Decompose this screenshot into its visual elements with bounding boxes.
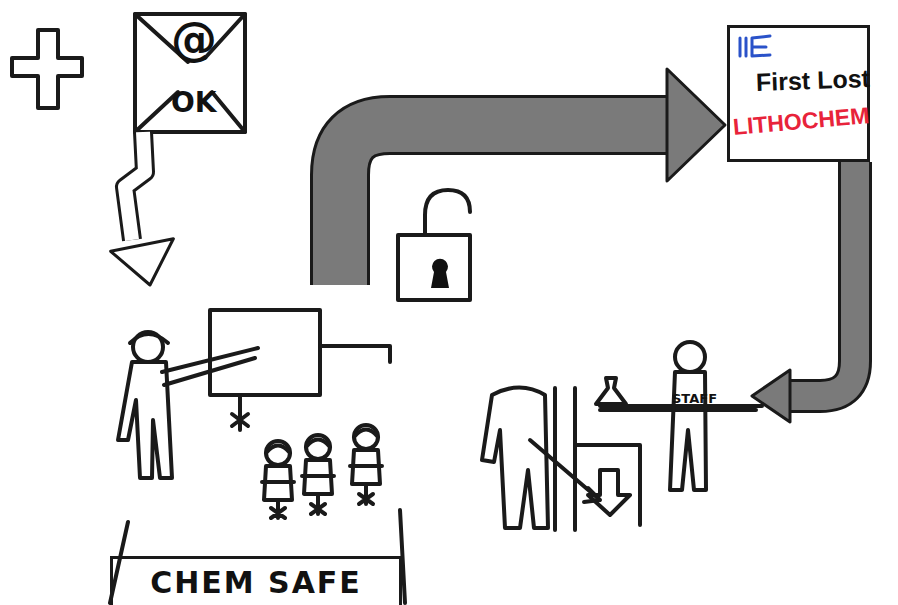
flow-arrow	[752, 162, 855, 422]
padlock-icon	[398, 190, 470, 300]
band-label: CHEM SAFE	[150, 565, 362, 600]
presentation-scene	[110, 310, 405, 603]
sign-board: First LostLITHOCHEM	[727, 25, 870, 162]
training-scene: CHEM SAFE	[105, 285, 410, 605]
arrow-shaft-outline	[790, 162, 855, 396]
tray-label-box: STAFF	[664, 393, 750, 407]
logo-mark	[740, 36, 770, 56]
arrow-shaft	[340, 125, 667, 285]
shop-scene	[482, 342, 762, 530]
flow-arrow	[340, 69, 725, 285]
arrow-shaft	[790, 162, 855, 396]
flow-arrow	[111, 132, 174, 285]
sign-brand: LITHOCHEM	[732, 102, 871, 141]
envelope-node: @ OK	[133, 12, 245, 132]
title-band: CHEM SAFE	[110, 556, 402, 605]
at-sign: @	[171, 12, 217, 66]
sign-title: First Lost	[755, 64, 870, 97]
arrow-head	[667, 69, 725, 181]
tray-label: STAFF	[672, 391, 717, 406]
envelope-label: OK	[171, 86, 217, 119]
arrow-shaft-outline	[125, 132, 145, 240]
arrow-head	[752, 370, 790, 422]
arrow-shaft	[125, 132, 145, 240]
arrow-head	[111, 239, 174, 285]
plus-symbol	[12, 30, 82, 108]
arrow-shaft-outline	[340, 125, 667, 285]
